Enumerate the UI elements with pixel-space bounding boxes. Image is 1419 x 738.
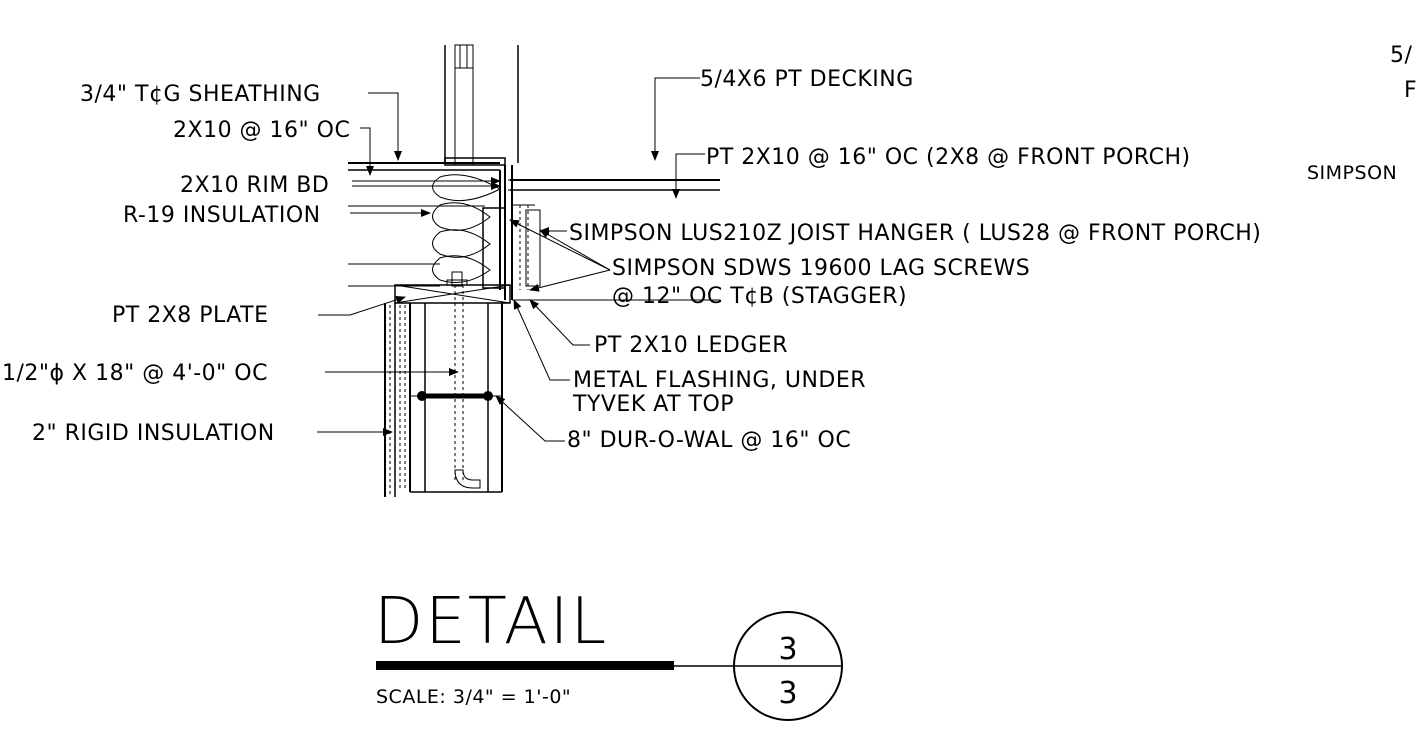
detail-callout-circle (733, 611, 843, 721)
cutoff-text-1: 5/ (1390, 43, 1412, 68)
label-flashing-1: METAL FLASHING, UNDER (573, 368, 866, 393)
title-underline (376, 661, 674, 670)
cutoff-text-2: F (1404, 78, 1417, 103)
detail-title: DETAIL (374, 585, 608, 659)
detail-scale: SCALE: 3/4" = 1'-0" (376, 686, 571, 708)
label-insulation: R-19 INSULATION (123, 203, 321, 228)
sheet-number: 3 (778, 676, 797, 711)
label-sill-plate: PT 2X8 PLATE (112, 303, 268, 328)
wall-section-geometry (348, 44, 720, 497)
label-decking: 5/4X6 PT DECKING (700, 67, 914, 92)
label-deck-joists: PT 2X10 @ 16" OC (2X8 @ FRONT PORCH) (706, 145, 1191, 170)
detail-title-block: DETAIL 3 3 SCALE: 3/4" = 1'-0" (374, 585, 843, 721)
label-floor-joists: 2X10 @ 16" OC (173, 118, 350, 143)
label-anchor-bolt: 1/2"ϕ X 18" @ 4'-0" OC (2, 361, 268, 386)
label-flashing-2: TYVEK AT TOP (572, 392, 734, 417)
leader-lines (317, 77, 705, 442)
label-lag-screws-2: @ 12" OC T¢B (STAGGER) (612, 284, 907, 309)
label-joist-hanger: SIMPSON LUS210Z JOIST HANGER ( LUS28 @ F… (569, 221, 1261, 246)
label-sheathing: 3/4" T¢G SHEATHING (80, 82, 321, 107)
label-ledger: PT 2X10 LEDGER (594, 333, 788, 358)
detail-number: 3 (778, 632, 797, 667)
label-lag-screws-1: SIMPSON SDWS 19600 LAG SCREWS (612, 256, 1030, 281)
label-rim-board: 2X10 RIM BD (180, 173, 329, 198)
cutoff-text-3: SIMPSON (1307, 162, 1397, 184)
label-dur-o-wal: 8" DUR-O-WAL @ 16" OC (567, 428, 851, 453)
label-rigid-insulation: 2" RIGID INSULATION (32, 421, 275, 446)
